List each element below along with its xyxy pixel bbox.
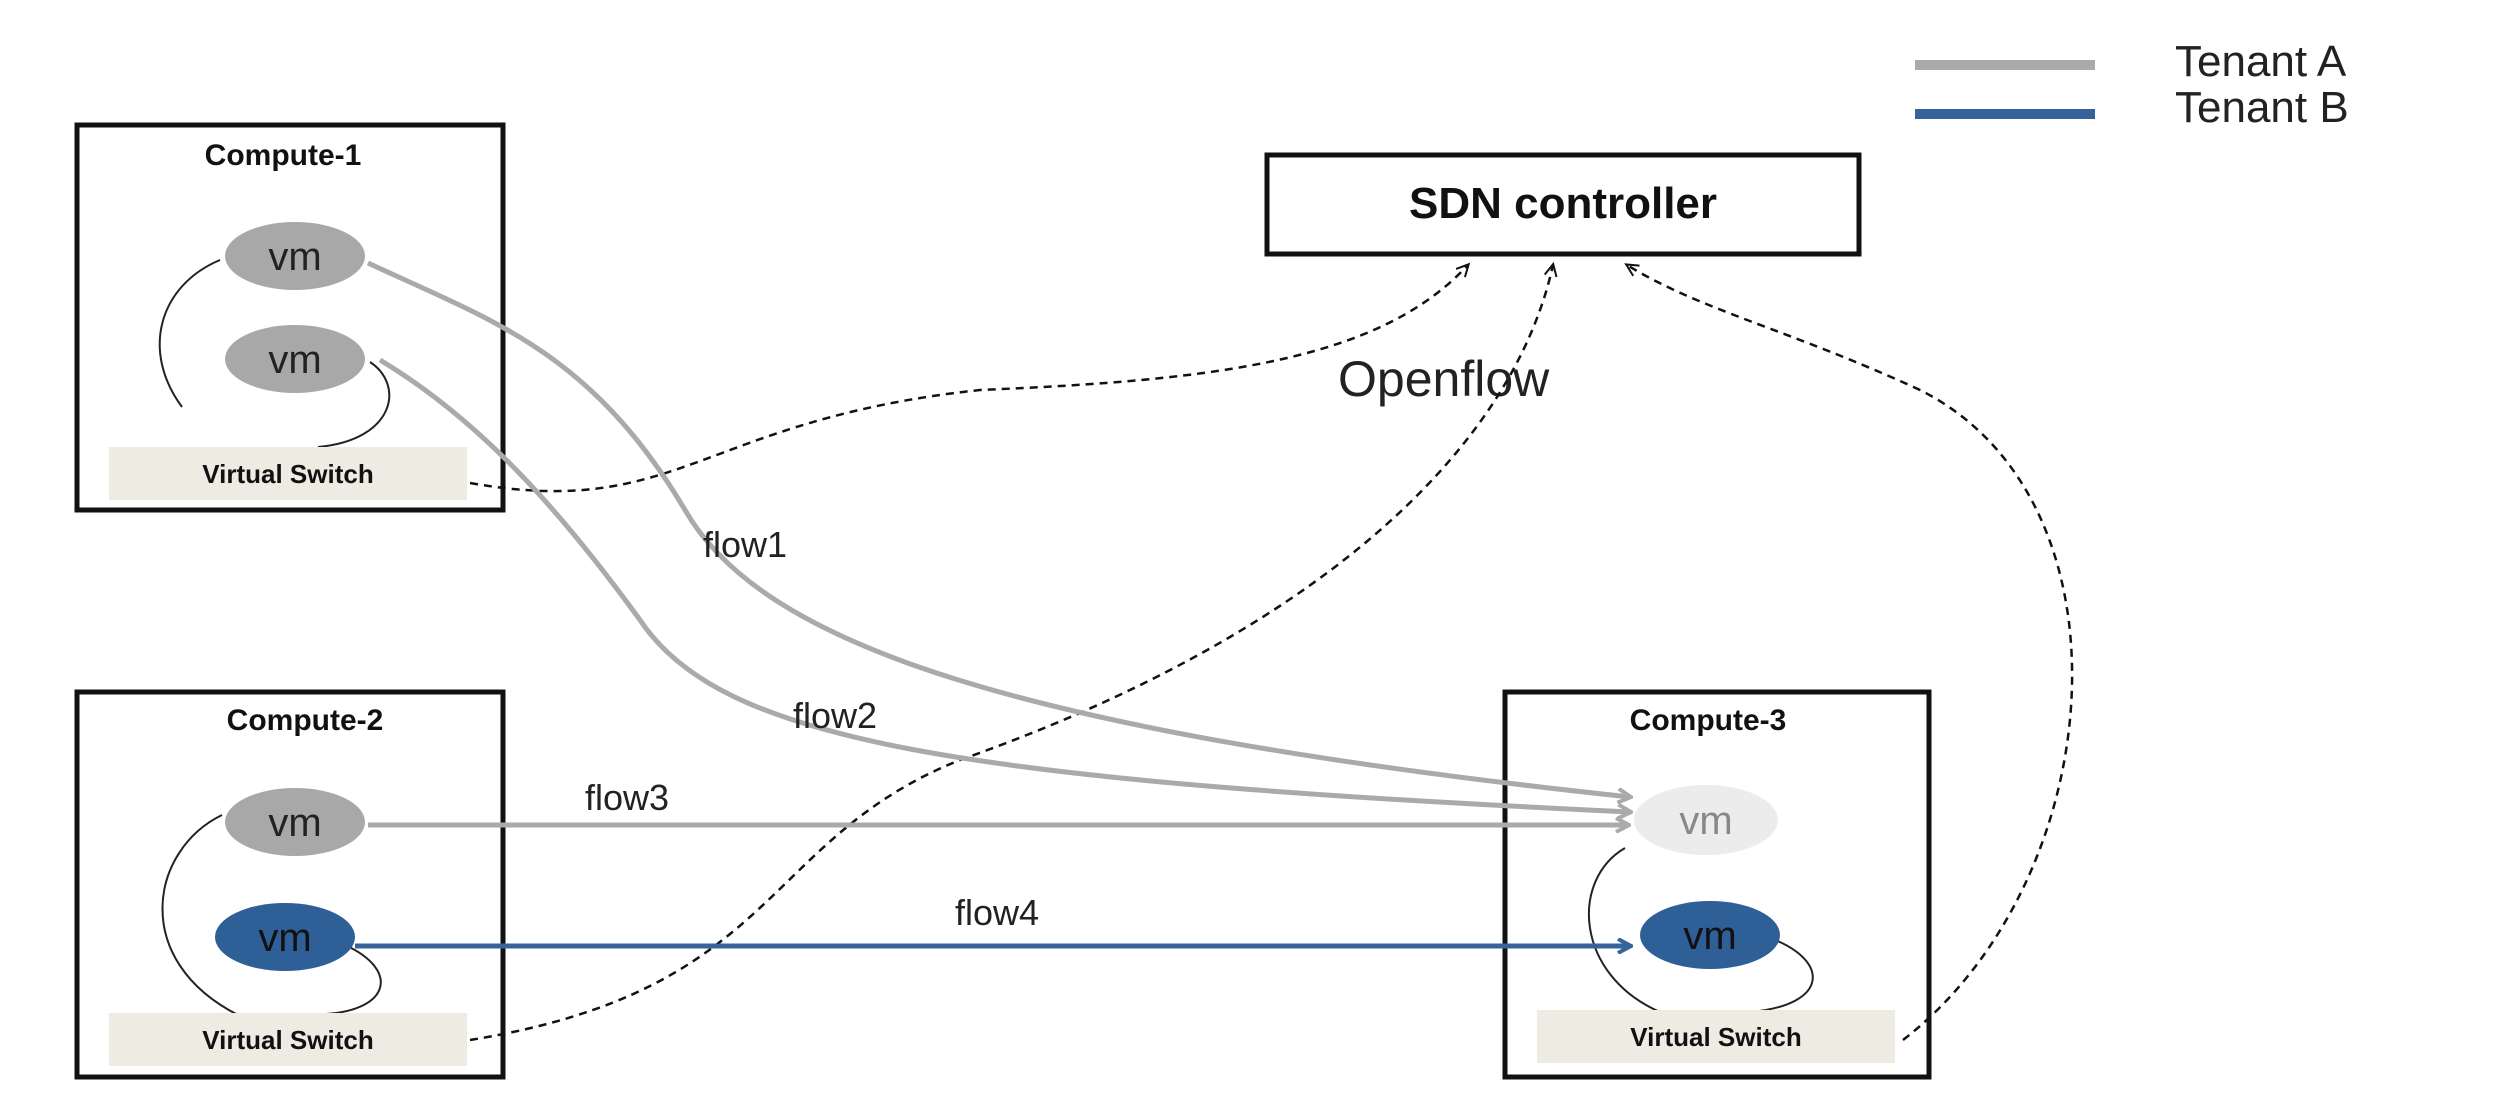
compute-2-node: Compute-2 vm vm Virtual Switch	[74, 689, 506, 1080]
legend-label-tenant-a: Tenant A	[2175, 37, 2347, 86]
compute-2-vm-1-label: vm	[268, 801, 321, 845]
flow2-label: flow2	[793, 695, 877, 736]
compute-2-virtual-switch-label: Virtual Switch	[202, 1025, 373, 1055]
compute-3-virtual-switch-label: Virtual Switch	[1630, 1022, 1801, 1052]
legend: Tenant A Tenant B	[1915, 37, 2349, 132]
sdn-controller-label: SDN controller	[1409, 179, 1717, 228]
compute-1-vm-1-label: vm	[268, 235, 321, 279]
compute-1-virtual-switch	[109, 447, 467, 500]
compute-2-vm-2-label: vm	[258, 916, 311, 960]
sdn-controller: SDN controller	[1264, 152, 1862, 257]
compute-2-vm-2	[215, 903, 355, 971]
flow1-line	[366, 260, 1630, 797]
compute-2-link-curve	[325, 944, 382, 1015]
openflow-link-compute-3	[1624, 263, 2074, 1041]
compute-1-vm-1	[225, 222, 365, 290]
flow4-label: flow4	[955, 892, 1039, 933]
compute-2-virtual-switch	[109, 1013, 467, 1066]
compute-1-node: Compute-1 vm vm Virtual Switch	[74, 122, 506, 513]
compute-2-vm-1	[225, 788, 365, 856]
compute-1-link-curve	[317, 361, 391, 448]
compute-1-virtual-switch-label: Virtual Switch	[202, 459, 373, 489]
compute-3-vm-1	[1634, 785, 1778, 855]
compute-3-title: Compute-3	[1630, 704, 1787, 737]
compute-2-box	[74, 689, 506, 1080]
compute-1-title: Compute-1	[205, 139, 362, 172]
compute-1-link-curve	[158, 259, 221, 408]
sdn-controller-box	[1264, 152, 1862, 257]
compute-2-title: Compute-2	[227, 704, 384, 737]
compute-3-link-curve	[1749, 937, 1814, 1013]
flow1-label: flow1	[703, 524, 787, 565]
compute-1-vm-2-label: vm	[268, 338, 321, 382]
compute-3-vm-2-label: vm	[1683, 914, 1736, 958]
flow3-label: flow3	[585, 777, 669, 818]
compute-3-link-curve	[1587, 847, 1661, 1013]
compute-2-link-curve	[161, 814, 239, 1016]
compute-3-node: Compute-3 vm vm Virtual Switch	[1502, 689, 1932, 1080]
openflow-label: Openflow	[1338, 351, 1550, 407]
legend-label-tenant-b: Tenant B	[2175, 83, 2349, 132]
openflow-link-compute-1	[469, 262, 1471, 493]
compute-3-virtual-switch	[1537, 1010, 1895, 1063]
compute-3-vm-1-label: vm	[1679, 799, 1732, 843]
compute-1-box	[74, 122, 506, 513]
compute-1-vm-2	[225, 325, 365, 393]
compute-3-vm-2	[1640, 901, 1780, 969]
flows: flow1 flow2 flow3 flow4	[355, 260, 1630, 946]
flow2-line	[378, 357, 1630, 812]
